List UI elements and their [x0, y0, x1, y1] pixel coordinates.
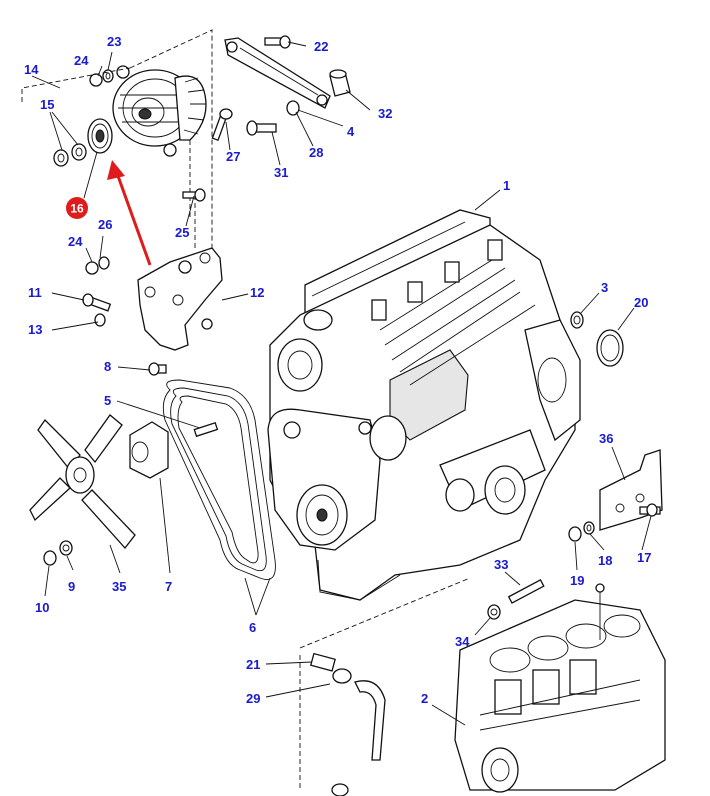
cooling-fan	[29, 414, 136, 550]
label-part-9: 9	[68, 579, 75, 594]
nut-washer-24-26	[85, 256, 192, 275]
short-block-engine	[454, 583, 666, 793]
washer-4	[286, 100, 300, 116]
label-part-22: 22	[314, 39, 328, 54]
pulley	[87, 118, 113, 154]
label-part-14: 14	[24, 62, 39, 77]
label-part-19: 19	[570, 573, 584, 588]
engine-assembly	[267, 209, 581, 601]
stud-33	[507, 579, 545, 604]
label-part-5: 5	[104, 393, 111, 408]
label-part-13: 13	[28, 322, 42, 337]
label-part-1: 1	[503, 178, 510, 193]
label-part-12: 12	[250, 285, 264, 300]
label-part-31: 31	[274, 165, 288, 180]
fan-spacer	[129, 421, 169, 479]
label-part-8: 8	[104, 359, 111, 374]
bolt-27	[211, 108, 233, 142]
bolt-25	[182, 188, 206, 202]
bracket-36	[599, 449, 663, 531]
bolt-31	[246, 120, 277, 136]
label-part-15: 15	[40, 97, 54, 112]
leader-lines	[31, 41, 652, 726]
bolt-22	[264, 35, 291, 49]
label-part-35: 35	[112, 579, 126, 594]
label-part-7: 7	[165, 579, 172, 594]
seal-3	[570, 311, 584, 329]
bolt-11	[82, 293, 112, 327]
label-part-25: 25	[175, 225, 189, 240]
label-part-27: 27	[226, 149, 240, 164]
label-part-11: 11	[28, 285, 42, 300]
highlight-arrow	[107, 160, 152, 266]
fan-nut-washer	[43, 540, 73, 566]
bolt-8	[148, 362, 167, 376]
label-part-24-mid: 24	[68, 234, 83, 249]
stud-5	[193, 421, 219, 438]
highlight-badge-part-16: 16	[66, 197, 88, 219]
spacer-32	[329, 69, 351, 97]
alternator	[112, 65, 207, 157]
label-part-34: 34	[455, 634, 470, 649]
adjuster-bracket	[224, 37, 331, 109]
hose-29	[354, 680, 386, 761]
label-part-4: 4	[347, 124, 355, 139]
o-ring-20	[596, 329, 624, 367]
fitting-21	[309, 652, 352, 684]
label-part-6: 6	[249, 620, 256, 635]
label-part-32: 32	[378, 106, 392, 121]
label-part-3: 3	[601, 280, 608, 295]
label-part-26: 26	[98, 217, 112, 232]
nut-washer-23-24	[89, 69, 114, 87]
label-part-29: 29	[246, 691, 260, 706]
label-part-33: 33	[494, 557, 508, 572]
label-part-10: 10	[35, 600, 49, 615]
label-part-2: 2	[421, 691, 428, 706]
nut-34	[487, 604, 501, 620]
label-part-36: 36	[599, 431, 613, 446]
bolt-washer-nut-17-19	[568, 503, 661, 542]
part-labels: 14 15 24 23 22 32 4 27 28 31 25 26 24 12…	[24, 34, 651, 706]
label-part-20: 20	[634, 295, 648, 310]
label-part-21: 21	[246, 657, 260, 672]
alternator-mounting-bracket	[137, 247, 223, 351]
label-part-16: 16	[70, 202, 84, 216]
v-belts	[162, 379, 276, 580]
label-part-17: 17	[637, 550, 651, 565]
label-part-18: 18	[598, 553, 612, 568]
label-part-24-top: 24	[74, 53, 89, 68]
nut-washer-15	[53, 143, 87, 167]
label-part-28: 28	[309, 145, 323, 160]
label-part-23: 23	[107, 34, 121, 49]
